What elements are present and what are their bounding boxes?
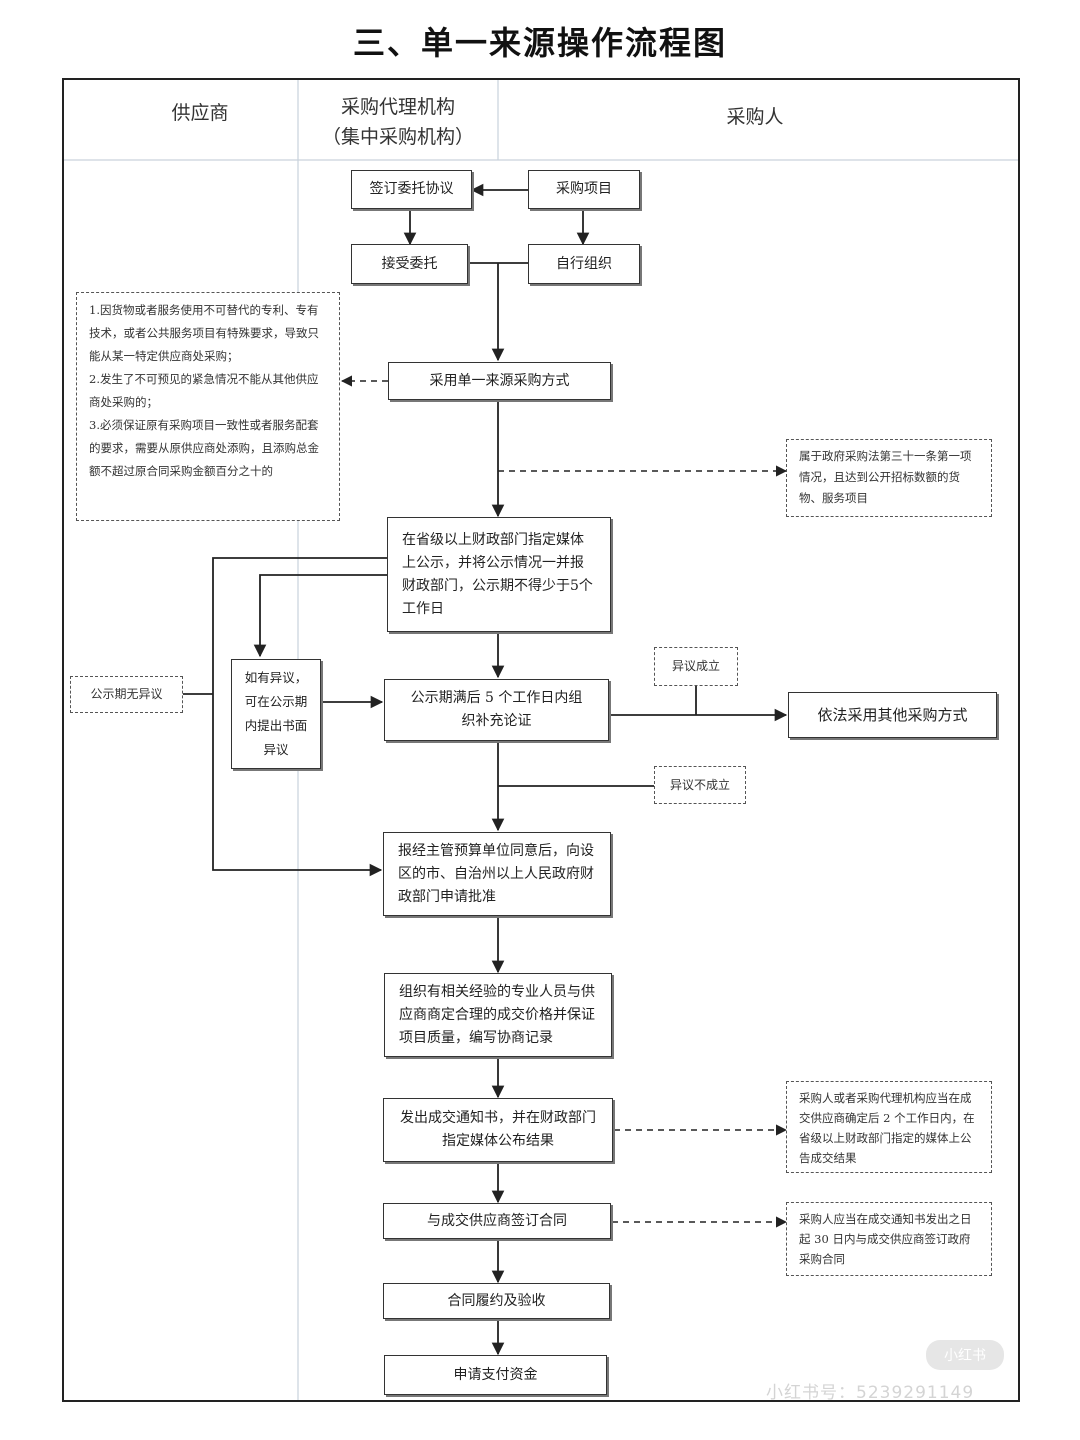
note-condition-item: 3.必须保证原有采购项目一致性或者服务配套的要求，需要从原供应商处添购，且添购总… bbox=[89, 418, 319, 478]
note-law-article: 属于政府采购法第三十一条第一项情况，且达到公开招标数额的货物、服务项目 bbox=[786, 439, 992, 517]
note-conditions: 1.因货物或者服务使用不可替代的专利、专有技术，或者公共服务项目有特殊要求，导致… bbox=[76, 292, 340, 521]
step-acceptance: 合同履约及验收 bbox=[383, 1283, 610, 1319]
note-publish-result: 采购人或者采购代理机构应当在成交供应商确定后 2 个工作日内，在省级以上财政部门… bbox=[786, 1081, 992, 1173]
step-procurement-project: 采购项目 bbox=[528, 170, 640, 209]
step-sign-contract: 与成交供应商签订合同 bbox=[383, 1203, 611, 1239]
step-supplementary-review: 公示期满后 5 个工作日内组织补充论证 bbox=[384, 679, 609, 741]
watermark-text: 小红书号：5239291149 bbox=[766, 1383, 975, 1403]
step-issue-notice: 发出成交通知书，并在财政部门指定媒体公布结果 bbox=[383, 1098, 613, 1162]
step-other-method: 依法采用其他采购方式 bbox=[788, 692, 997, 738]
step-self-organize: 自行组织 bbox=[528, 244, 640, 284]
step-sign-agreement: 签订委托协议 bbox=[351, 170, 472, 209]
note-no-objection: 公示期无异议 bbox=[70, 676, 183, 713]
step-publicize: 在省级以上财政部门指定媒体上公示，并将公示情况一并报财政部门，公示期不得少于5个… bbox=[387, 517, 611, 632]
lane-header-agency-line2: （集中采购机构） bbox=[321, 126, 474, 148]
lane-header-agency: 采购代理机构 （集中采购机构） bbox=[298, 92, 498, 152]
step-apply-approval: 报经主管预算单位同意后，向设区的市、自治州以上人民政府财政部门申请批准 bbox=[383, 832, 611, 916]
note-condition-item: 2.发生了不可预见的紧急情况不能从其他供应商处采购的； bbox=[89, 372, 319, 409]
note-contract-deadline: 采购人应当在成交通知书发出之日起 30 日内与成交供应商签订政府采购合同 bbox=[786, 1202, 992, 1276]
diagram-frame bbox=[62, 78, 1020, 1402]
step-accept-entrustment: 接受委托 bbox=[351, 244, 468, 284]
step-objection-box: 如有异议，可在公示期内提出书面异议 bbox=[231, 659, 321, 769]
lane-header-agency-line1: 采购代理机构 bbox=[340, 96, 455, 118]
note-objection-upheld: 异议成立 bbox=[654, 647, 738, 686]
page-title: 三、单一来源操作流程图 bbox=[352, 24, 727, 62]
step-adopt-single-source: 采用单一来源采购方式 bbox=[388, 362, 611, 400]
step-negotiate: 组织有相关经验的专业人员与供应商商定合理的成交价格并保证项目质量，编写协商记录 bbox=[384, 973, 612, 1057]
watermark-logo: 小红书 bbox=[926, 1340, 1004, 1370]
note-objection-rejected: 异议不成立 bbox=[654, 766, 746, 804]
lane-header-purchaser: 采购人 bbox=[726, 106, 784, 128]
lane-header-supplier: 供应商 bbox=[171, 102, 229, 124]
step-payment: 申请支付资金 bbox=[384, 1355, 607, 1395]
note-condition-item: 1.因货物或者服务使用不可替代的专利、专有技术，或者公共服务项目有特殊要求，导致… bbox=[89, 303, 319, 363]
